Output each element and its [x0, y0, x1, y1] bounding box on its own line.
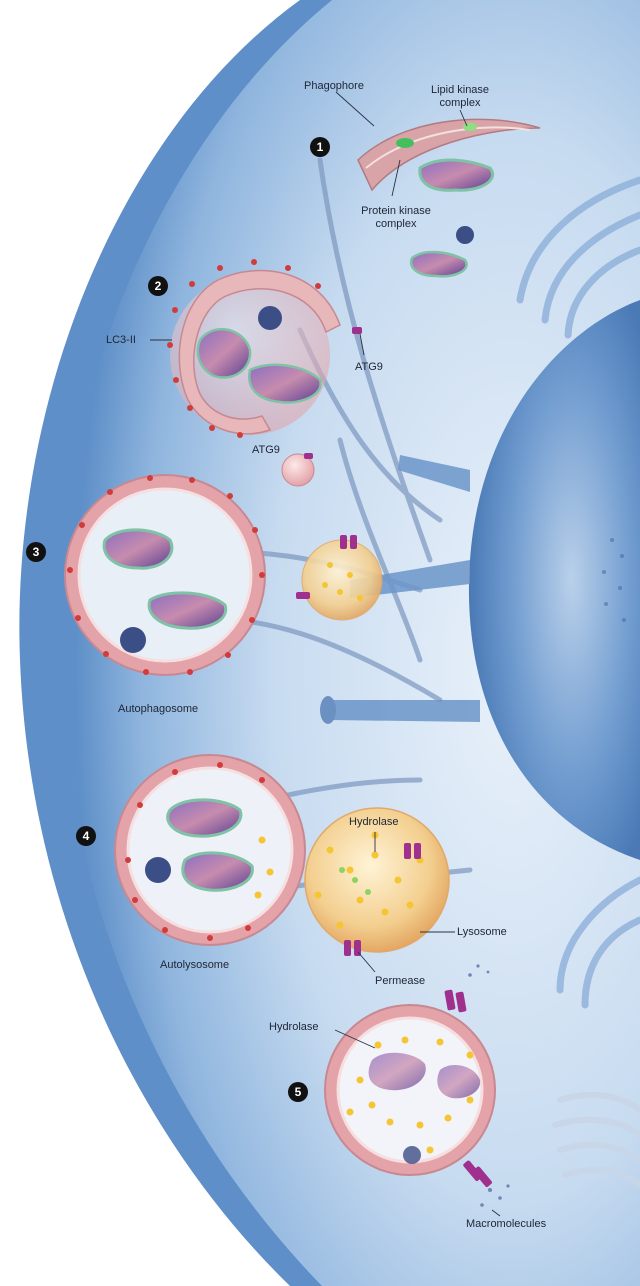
small-lysosome	[296, 535, 383, 621]
lysosome-shape	[304, 807, 450, 953]
step-marker-3: 3	[26, 542, 46, 562]
label-phagophore: Phagophore	[304, 80, 364, 92]
hydrolase-particles-step4	[254, 831, 424, 929]
step-marker-4: 4	[76, 826, 96, 846]
label-leader-lines	[150, 91, 501, 1217]
step-marker-1: 1	[310, 137, 330, 157]
label-protein-kinase-complex: Protein kinase complex	[354, 205, 438, 231]
label-macromolecules: Macromolecules	[466, 1218, 547, 1230]
nucleus	[468, 300, 640, 860]
atg9-vesicle	[281, 453, 315, 487]
lc3-ii-markers	[167, 259, 321, 438]
label-protein-kinase-line1: Protein kinase	[361, 205, 431, 217]
step-marker-2: 2	[148, 276, 168, 296]
step-marker-5: 5	[288, 1082, 308, 1102]
macromolecule-fragments	[468, 964, 510, 1207]
label-autolysosome: Autolysosome	[160, 959, 230, 971]
label-lipid-kinase-line1: Lipid kinase	[430, 84, 490, 96]
label-atg9-1: ATG9	[355, 361, 383, 373]
protein-aggregate-1	[456, 226, 474, 244]
cargo-protein-2	[409, 250, 468, 278]
phagophore	[357, 118, 541, 192]
label-autophagosome: Autophagosome	[118, 703, 199, 715]
permease-step5-1	[444, 989, 456, 1011]
cargo-protein-1	[418, 158, 494, 192]
permease-lysosome-1	[404, 843, 411, 859]
label-lipid-kinase-line2: complex	[439, 97, 481, 109]
protein-aggregate-3	[120, 627, 146, 653]
protein-aggregate-2	[258, 306, 282, 330]
label-lc3-ii: LC3-II	[106, 334, 136, 346]
atg9-protein-1	[352, 327, 362, 334]
label-atg9-2: ATG9	[252, 444, 280, 456]
lipid-kinase-complex-shape	[463, 123, 477, 131]
permease-lysosome-2	[344, 940, 351, 956]
expanding-phagophore	[167, 259, 362, 438]
endoplasmic-reticulum	[516, 176, 640, 1009]
autophagosome	[64, 474, 266, 676]
golgi-apparatus	[552, 1091, 640, 1188]
label-lipid-kinase-complex: Lipid kinase complex	[418, 84, 502, 110]
hydrolase-particles-step5	[346, 1036, 474, 1154]
label-hydrolase-2: Hydrolase	[269, 1021, 319, 1033]
nuclear-pores	[602, 538, 626, 622]
protein-kinase-complex-shape	[396, 138, 414, 148]
autophagosome-lc3-markers	[67, 475, 265, 675]
degrading-autolysosome	[324, 964, 510, 1207]
autolysosome-fusion	[114, 754, 450, 956]
label-hydrolase-1: Hydrolase	[349, 816, 399, 828]
label-lysosome: Lysosome	[457, 926, 507, 938]
label-permease: Permease	[375, 975, 426, 987]
label-protein-kinase-line2: complex	[375, 218, 417, 230]
